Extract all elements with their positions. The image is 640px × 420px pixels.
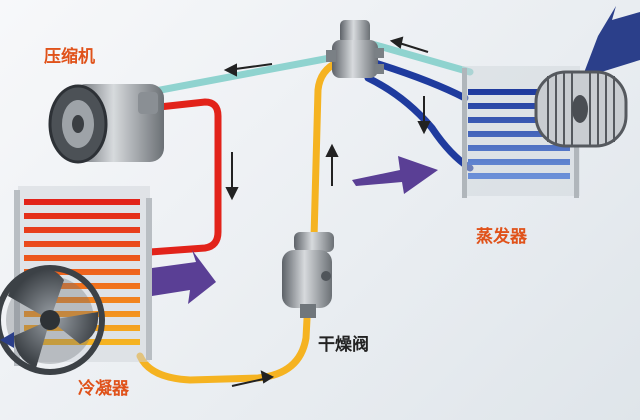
expansion-valve-icon [326,20,384,78]
air-inflow-arrow-icon [582,6,640,78]
compressor-label: 压缩机 [44,47,95,67]
drier-valve-label: 干燥阀 [318,335,369,355]
flow-arrows [223,36,431,387]
condenser-label: 冷凝器 [78,379,129,399]
drier-icon [282,232,334,318]
compressor-icon [48,84,164,164]
fan-icon [0,265,105,375]
blower-icon [534,70,628,148]
discharge-line [146,98,222,256]
hot-air-arrow-icon [152,250,216,304]
liquid-line [136,296,312,384]
cold-air-arrow-icon [352,156,438,194]
evaporator-label: 蒸发器 [476,227,527,247]
